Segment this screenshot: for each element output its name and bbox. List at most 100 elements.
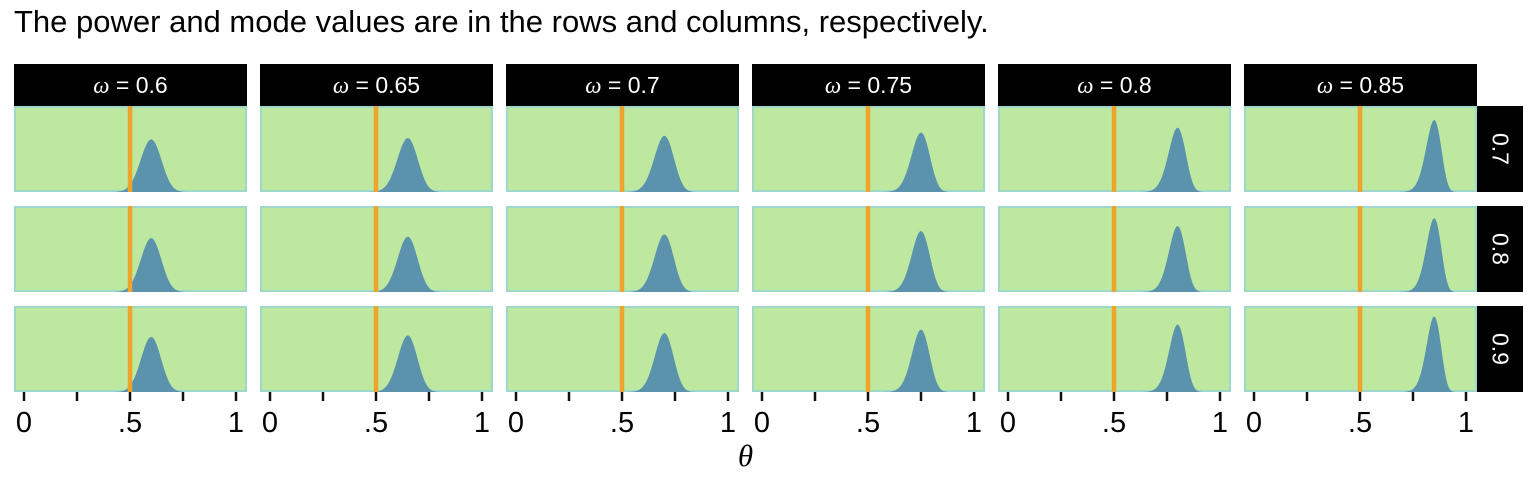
density-panel: [260, 306, 493, 392]
facet-cell: [998, 306, 1231, 392]
x-tick-label: 0: [262, 407, 278, 438]
density-panel: [14, 106, 247, 192]
facet-cell: [260, 306, 493, 392]
x-tick: [972, 392, 976, 401]
reference-line: [1357, 206, 1363, 292]
facet-cell: [1244, 306, 1477, 392]
facet-cell: [14, 206, 247, 306]
density-panel: [998, 306, 1231, 392]
density-panel: [506, 306, 739, 392]
density-panel: [14, 206, 247, 292]
x-tick: [427, 392, 431, 401]
density-panel: [1244, 306, 1477, 392]
column-strip: ω = 0.7: [506, 64, 739, 106]
reference-line: [127, 306, 133, 392]
reference-line: [373, 306, 379, 392]
density-panel: [14, 306, 247, 392]
density-area: [1254, 218, 1466, 292]
density-area: [1254, 119, 1466, 192]
facet-cell: [1244, 206, 1477, 306]
x-axis-title: θ: [737, 438, 754, 473]
x-tick: [760, 392, 764, 401]
figure-title: The power and mode values are in the row…: [14, 4, 989, 39]
x-tick-label: .5: [610, 407, 634, 438]
density-panel: [752, 106, 985, 192]
density-panel: [1244, 106, 1477, 192]
reference-line: [865, 106, 871, 192]
density-panel: [506, 106, 739, 192]
density-panel: [752, 306, 985, 392]
reference-line: [1111, 306, 1117, 392]
reference-line: [1111, 106, 1117, 192]
x-tick-label: 0: [508, 407, 524, 438]
x-tick: [1059, 392, 1063, 401]
x-tick-label: 1: [228, 407, 244, 438]
density-area: [516, 234, 728, 292]
density-area: [516, 333, 728, 392]
reference-line: [1111, 206, 1117, 292]
reference-line: [127, 206, 133, 292]
reference-line: [865, 206, 871, 292]
facet-cell: [14, 306, 247, 392]
x-tick: [1006, 392, 1010, 401]
x-tick: [866, 392, 870, 401]
column-strip: ω = 0.8: [998, 64, 1231, 106]
facet-cell: [752, 306, 985, 392]
density-area: [762, 132, 974, 192]
density-area: [1008, 127, 1220, 192]
density-panel: [998, 106, 1231, 192]
reference-line: [865, 306, 871, 392]
density-area: [762, 329, 974, 392]
reference-line: [1357, 306, 1363, 392]
density-panel: [260, 106, 493, 192]
x-tick-label: 1: [1458, 407, 1474, 438]
density-area: [1008, 226, 1220, 292]
density-panel: [260, 206, 493, 292]
reference-line: [373, 206, 379, 292]
x-tick-label: .5: [118, 407, 142, 438]
x-tick: [726, 392, 730, 401]
x-tick: [268, 392, 272, 401]
x-tick: [75, 392, 79, 401]
facet-cell: [506, 206, 739, 306]
density-area: [762, 231, 974, 292]
row-strip: 0.7: [1477, 106, 1523, 192]
x-tick-label: 1: [474, 407, 490, 438]
x-tick: [567, 392, 571, 401]
density-panel: [506, 206, 739, 292]
density-panel: [998, 206, 1231, 292]
x-tick-label: 0: [1246, 407, 1262, 438]
x-tick: [1358, 392, 1362, 401]
x-tick: [813, 392, 817, 401]
reference-line: [127, 106, 133, 192]
facet-cell: [998, 206, 1231, 306]
x-tick: [321, 392, 325, 401]
x-tick: [480, 392, 484, 401]
x-tick: [1305, 392, 1309, 401]
x-tick-label: 0: [16, 407, 32, 438]
facet-cell: [1244, 106, 1477, 206]
facet-cell: [998, 106, 1231, 206]
x-tick-label: .5: [856, 407, 880, 438]
reference-line: [619, 306, 625, 392]
x-tick: [1218, 392, 1222, 401]
x-tick: [181, 392, 185, 401]
x-tick: [1411, 392, 1415, 401]
x-tick: [919, 392, 923, 401]
x-tick: [1464, 392, 1468, 401]
column-strip: ω = 0.85: [1244, 64, 1477, 106]
x-tick-label: .5: [1102, 407, 1126, 438]
density-panel: [1244, 206, 1477, 292]
x-tick-label: .5: [364, 407, 388, 438]
x-tick-label: 1: [966, 407, 982, 438]
reference-line: [619, 106, 625, 192]
row-strip: 0.8: [1477, 206, 1523, 292]
x-tick: [22, 392, 26, 401]
x-tick: [514, 392, 518, 401]
